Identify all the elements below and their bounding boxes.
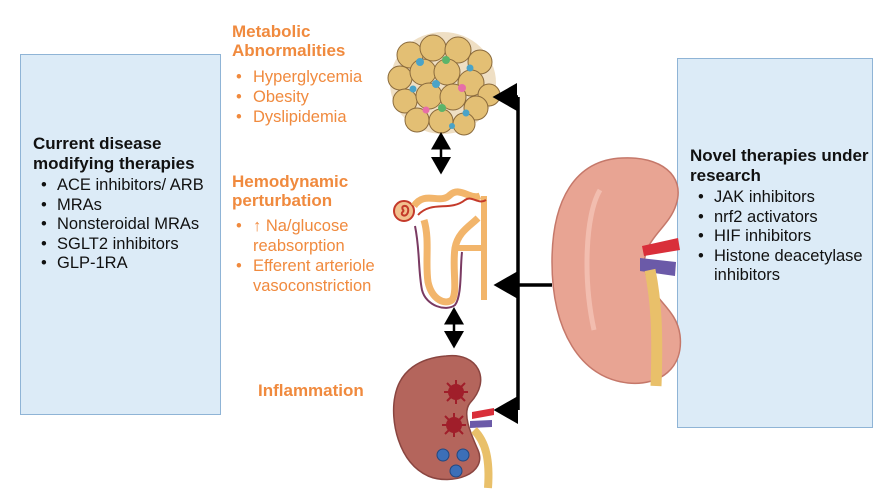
list-item: Hyperglycemia — [232, 67, 392, 87]
list-item: HIF inhibitors — [690, 227, 870, 247]
inflammation-title: Inflammation — [258, 381, 364, 400]
list-item: GLP-1RA — [33, 254, 218, 274]
metabolic-title: Metabolic Abnormalities — [232, 22, 346, 60]
list-item: JAK inhibitors — [690, 188, 870, 208]
novel-therapies-panel: Novel therapies under research JAK inhib… — [677, 58, 873, 428]
hemodynamic-title: Hemodynamic perturbation — [232, 172, 349, 210]
list-item: MRAs — [33, 196, 218, 216]
novel-therapies-list: JAK inhibitors nrf2 activators HIF inhib… — [690, 188, 870, 286]
list-item: Histone deacetylase inhibitors — [690, 247, 870, 286]
hemodynamic-list: ↑ Na/glucose reabsorption Efferent arter… — [232, 216, 407, 296]
current-therapies-title: Current disease modifying therapies — [33, 134, 195, 173]
novel-therapies-title: Novel therapies under research — [690, 146, 869, 185]
current-therapies-list: ACE inhibitors/ ARB MRAs Nonsteroidal MR… — [33, 176, 218, 274]
inflamed-kidney-icon — [392, 354, 494, 489]
list-item: SGLT2 inhibitors — [33, 235, 218, 255]
list-item: Efferent arteriole vasoconstriction — [232, 256, 407, 296]
metabolic-list: Hyperglycemia Obesity Dyslipidemia — [232, 67, 392, 127]
connector-arrows — [492, 83, 552, 424]
current-therapies-panel: Current disease modifying therapies ACE … — [20, 54, 221, 415]
novel-therapies-content: Novel therapies under research JAK inhib… — [690, 146, 870, 286]
nephron-icon — [393, 188, 487, 309]
list-item: ACE inhibitors/ ARB — [33, 176, 218, 196]
list-item: Dyslipidemia — [232, 107, 392, 127]
adipose-tissue-icon — [387, 32, 501, 136]
kidney-icon — [551, 157, 682, 387]
list-item: Nonsteroidal MRAs — [33, 215, 218, 235]
list-item: nrf2 activators — [690, 208, 870, 228]
list-item: Obesity — [232, 87, 392, 107]
list-item: ↑ Na/glucose reabsorption — [232, 216, 407, 256]
current-therapies-content: Current disease modifying therapies ACE … — [33, 134, 218, 274]
